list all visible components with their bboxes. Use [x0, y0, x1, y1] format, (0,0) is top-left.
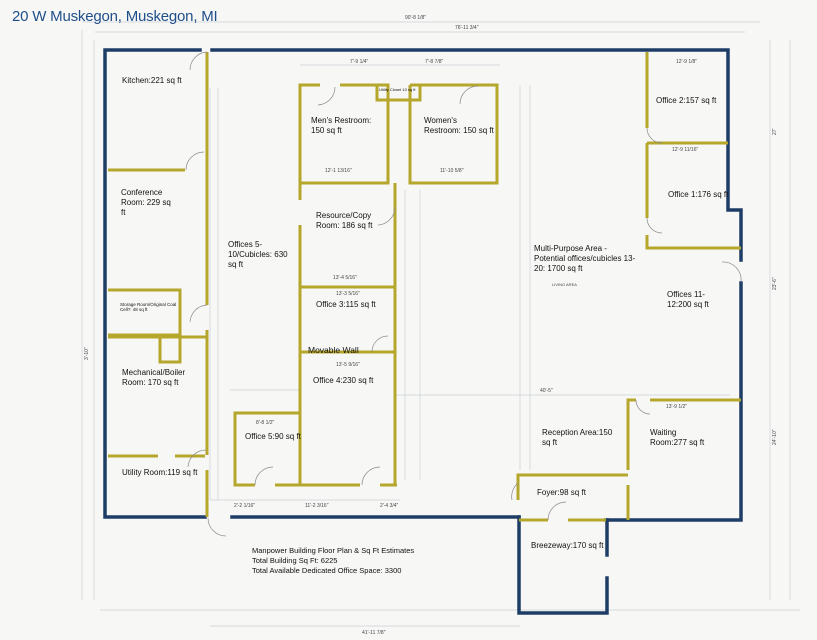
dim-top-total: 90'-8 1/8" [405, 15, 427, 21]
dim-right-23: 23'-6" [772, 277, 778, 290]
dim-resource-width: 13'-4 5/16" [333, 275, 357, 281]
dim-waiting-width: 13'-9 1/2" [666, 404, 688, 410]
room-label-office-4: Office 4:230 sq ft [313, 376, 374, 385]
dim-womens-width: 11'-10 5/8" [440, 168, 464, 174]
dim-bottom-c: 2'-4 3/4" [380, 503, 399, 509]
dim-bottom-a: 2'-2 1/16" [234, 503, 256, 509]
notes-total-sqft: Total Building Sq Ft: 6225 [252, 556, 338, 565]
room-label-womens-restroom: Women's Restroom: 150 sq ft [424, 116, 494, 135]
movable-wall-label: Movable Wall [308, 345, 359, 355]
dim-mid-40: 40'-5" [540, 388, 553, 394]
room-label-kitchen: Kitchen:221 sq ft [122, 76, 182, 85]
room-label-reception: Reception Area:150 sq ft [542, 428, 613, 447]
dim-bottom-b: 11'-2 3/16" [305, 503, 329, 509]
dim-office4-width: 13'-5 9/16" [336, 362, 360, 368]
notes-title: Manpower Building Floor Plan & Sq Ft Est… [252, 546, 415, 555]
room-label-mechanical: Mechanical/Boiler Room: 170 sq ft [122, 368, 186, 387]
room-label-utility: Utility Room:119 sq ft [122, 468, 198, 477]
room-label-office-3: Office 3:115 sq ft [316, 300, 376, 309]
room-label-offices-5-10: Offices 5-10/Cubicles: 630 sq ft [228, 240, 288, 269]
dim-left-a: 3'-10" [84, 347, 90, 360]
room-label-multipurpose: Multi-Purpose Area - Potential offices/c… [534, 244, 636, 273]
room-label-resource-room: Resource/Copy Room: 186 sq ft [316, 211, 373, 230]
dim-bottom-total: 41'-11 7/8" [362, 630, 386, 636]
room-label-office-5: Office 5:90 sq ft [245, 432, 301, 441]
dimension-lines [81, 21, 800, 627]
dim-right-27: 27' [772, 128, 778, 135]
dim-top-b: 7'-8 7/8" [425, 59, 444, 65]
room-label-conference: Conference Room: 229 sq ft [121, 188, 171, 217]
dim-office5-width: 8'-8 1/2" [256, 420, 275, 426]
room-label-storage: Storage Room/Original Coal Cell?: 48 sq … [120, 302, 177, 312]
dim-mens-width: 12'-1 13/16" [325, 168, 352, 174]
room-label-offices-11-12: Offices 11-12:200 sq ft [667, 290, 709, 309]
address-title: 20 W Muskegon, Muskegon, MI [12, 8, 218, 25]
dim-top-a: 7'-9 1/4" [350, 59, 369, 65]
dim-office3-width: 13'-3 5/16" [336, 291, 360, 297]
dim-office1-width: 12'-9 11/16" [672, 147, 699, 153]
notes-office-space: Total Available Dedicated Office Space: … [252, 566, 402, 575]
room-label-office-1: Office 1:176 sq ft [668, 190, 729, 199]
dim-office2-width: 12'-9 1/8" [676, 59, 698, 65]
plan-notes: Manpower Building Floor Plan & Sq Ft Est… [252, 546, 414, 576]
outer-walls [103, 48, 743, 615]
door-swings [185, 51, 742, 537]
room-label-office-2: Office 2:157 sq ft [656, 96, 717, 105]
room-label-closet: Utility Closet 10 sq ft [379, 87, 416, 92]
room-label-waiting: Waiting Room:277 sq ft [650, 428, 705, 447]
room-label-breezeway: Breezeway:170 sq ft [531, 541, 604, 550]
living-area-label: LIVING AREA [552, 282, 577, 287]
room-label-mens-restroom: Men's Restroom: 150 sq ft [311, 116, 372, 135]
dim-top-inner: 76'-11 3/4" [455, 25, 479, 31]
interior-walls [108, 52, 741, 522]
dim-right-24: 24'-10" [772, 429, 778, 445]
room-label-foyer: Foyer:98 sq ft [537, 488, 586, 497]
